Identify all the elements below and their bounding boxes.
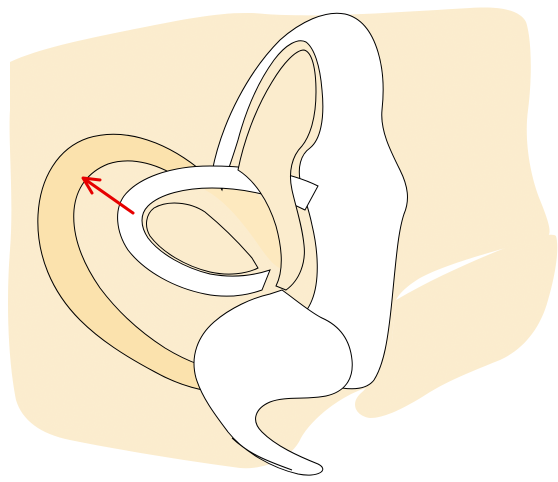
inner-ear-svg <box>0 0 558 482</box>
inner-ear-diagram <box>0 0 558 482</box>
